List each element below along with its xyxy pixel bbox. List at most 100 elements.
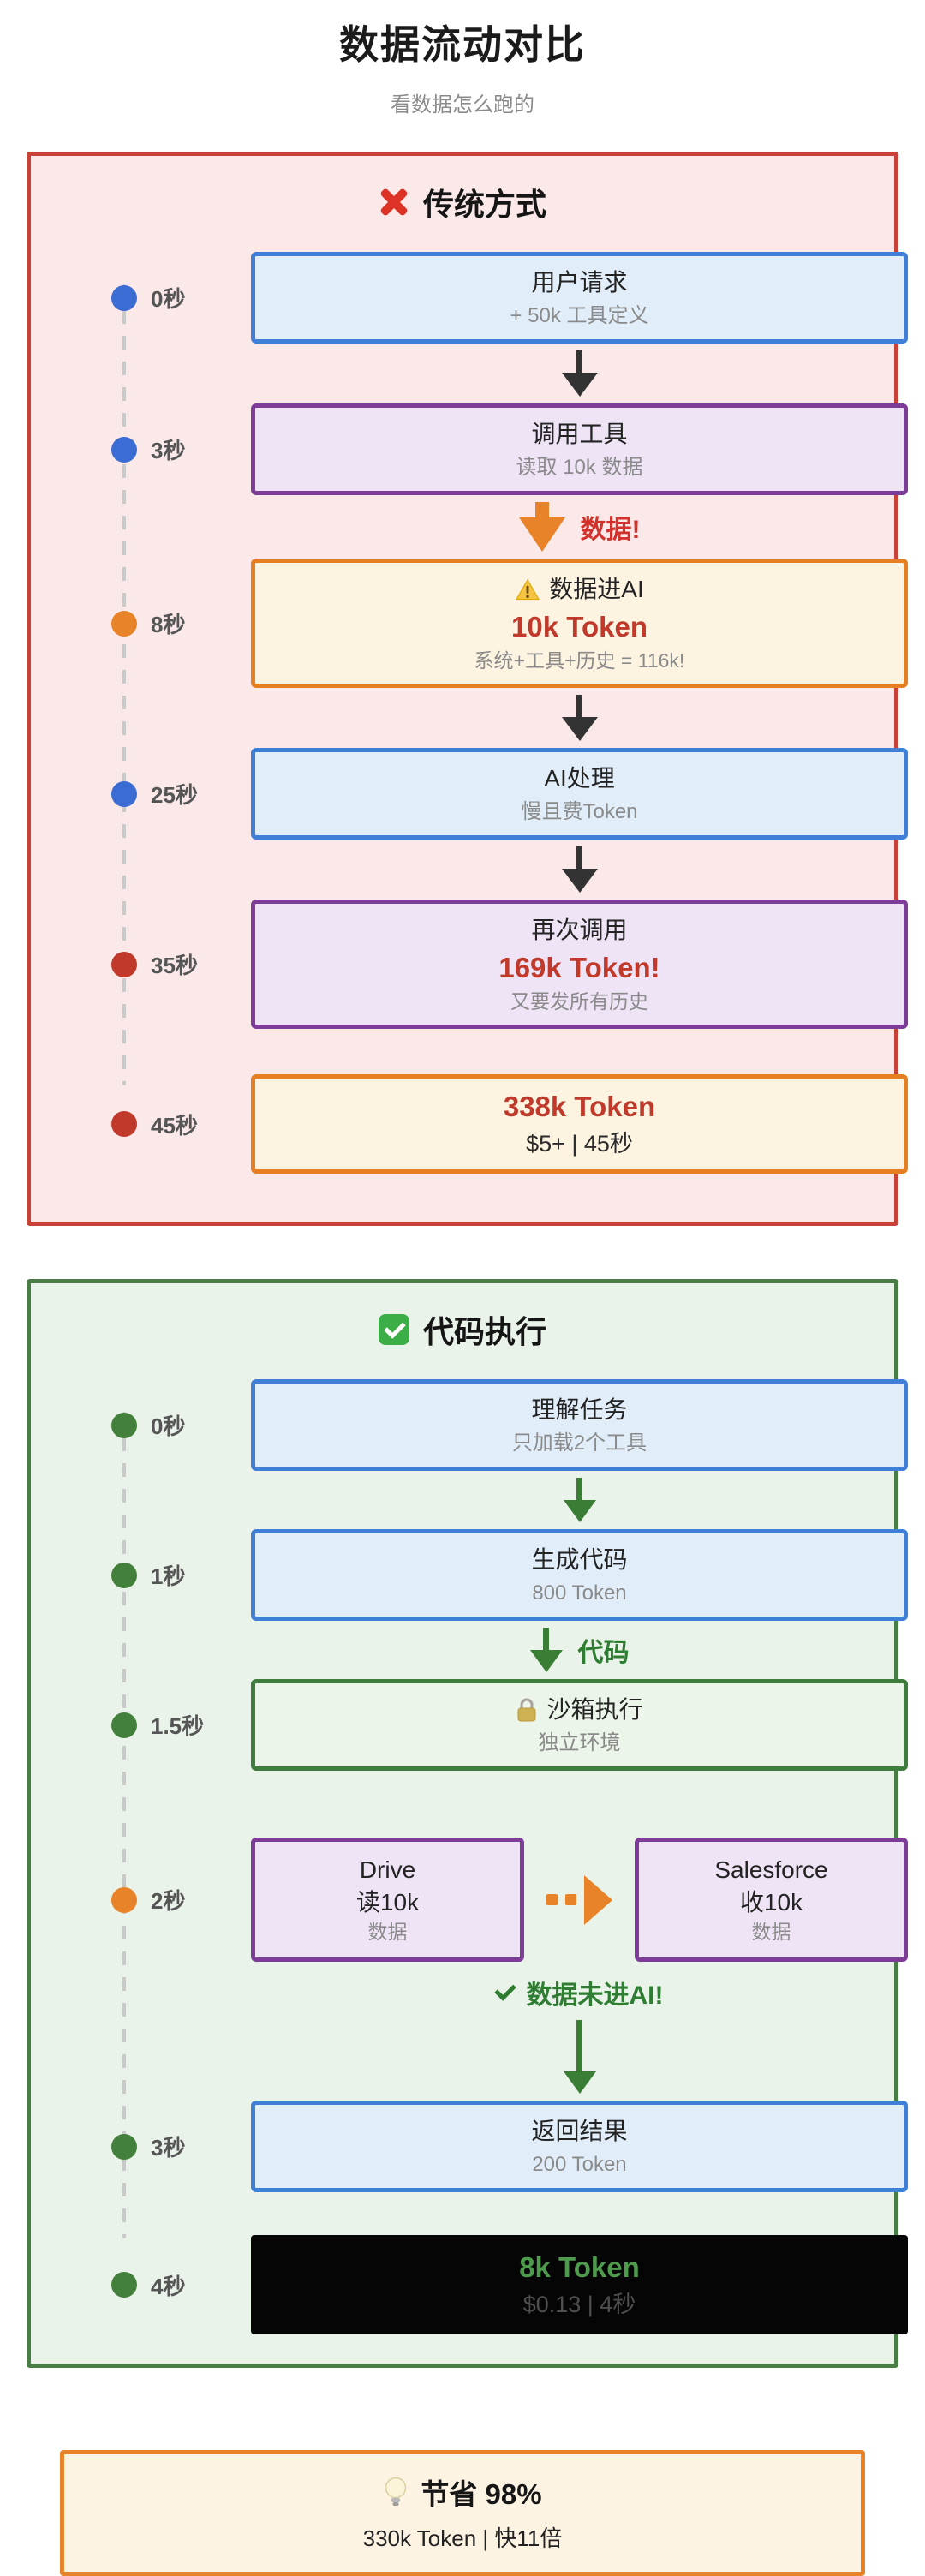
timeline-dot	[111, 1562, 137, 1588]
box-subtitle: 慢且费Token	[521, 800, 638, 823]
time-label: 3秒	[151, 438, 186, 463]
step-row-return-result: 3秒 返回结果 200 Token	[31, 2101, 908, 2192]
arrow-row	[31, 1471, 894, 1529]
time-label: 1.5秒	[151, 1713, 205, 1739]
down-arrow-icon	[561, 695, 598, 741]
box-title: 再次调用	[531, 917, 628, 943]
return-result-box: 返回结果 200 Token	[251, 2101, 908, 2192]
call-tool-box: 调用工具 读取 10k 数据	[251, 403, 908, 495]
step-row-call-tool: 3秒 调用工具 读取 10k 数据	[31, 403, 908, 495]
token-value: 338k Token	[503, 1091, 656, 1122]
box-title: 沙箱执行	[546, 1696, 643, 1723]
code-arrow-label: 代码	[577, 1639, 630, 1667]
step-row-transfer: 2秒 Drive 读10k 数据 Salesforce 收10k 数据	[31, 1838, 908, 1962]
salesforce-title: Salesforce	[714, 1856, 828, 1883]
timeline-dot	[111, 1886, 137, 1913]
step-row-sandbox: 1.5秒 沙箱执行 独立环境	[31, 1679, 908, 1771]
cross-icon	[379, 187, 409, 218]
down-arrow-icon	[563, 2020, 596, 2094]
check-icon	[378, 1314, 409, 1345]
timeline-dot	[111, 780, 137, 807]
cost-time: $0.13 | 4秒	[522, 2292, 636, 2317]
code-down-arrow-icon	[529, 1628, 563, 1672]
drive-title: Drive	[359, 1856, 416, 1883]
box-subtitle: 又要发所有历史	[510, 990, 648, 1013]
time-label: 25秒	[151, 782, 198, 808]
ai-process-box: AI处理 慢且费Token	[251, 748, 908, 840]
time-label: 45秒	[151, 1112, 198, 1139]
step-row-total: 4秒 8k Token $0.13 | 4秒	[31, 2235, 908, 2334]
summary-title: 节省 98%	[421, 2478, 542, 2510]
box-title: AI处理	[544, 765, 615, 792]
box-subtitle: 系统+工具+历史 = 116k!	[474, 649, 685, 672]
time-label: 8秒	[151, 612, 186, 637]
step-row-understand: 0秒 理解任务 只加载2个工具	[31, 1379, 908, 1471]
timeline-dot	[111, 2133, 137, 2160]
timeline-dot	[111, 1712, 137, 1738]
time-label: 0秒	[151, 286, 186, 312]
data-down-arrow-icon	[518, 502, 565, 552]
salesforce-box: Salesforce 收10k 数据	[635, 1838, 908, 1962]
sandbox-box: 沙箱执行 独立环境	[251, 1679, 908, 1771]
small-check-icon	[493, 1979, 516, 2001]
time-label: 2秒	[151, 1888, 186, 1914]
page-title: 数据流动对比	[339, 22, 586, 67]
timeline-dot	[111, 1412, 137, 1438]
drive-box: Drive 读10k 数据	[251, 1838, 524, 1962]
time-label: 4秒	[151, 2273, 186, 2299]
code-title: 代码执行	[422, 1314, 546, 1349]
no-ai-label: 数据未进AI!	[526, 1981, 664, 2010]
user-request-box: 用户请求 + 50k 工具定义	[251, 252, 908, 344]
understand-task-box: 理解任务 只加载2个工具	[251, 1379, 908, 1471]
total-token-box: 338k Token $5+ | 45秒	[251, 1074, 908, 1174]
timeline-dot	[111, 951, 137, 977]
total-token-box: 8k Token $0.13 | 4秒	[251, 2235, 908, 2334]
time-label: 3秒	[151, 2135, 186, 2161]
timeline-dot	[111, 610, 137, 637]
arrow-row	[31, 688, 894, 748]
cost-time: $5+ | 45秒	[526, 1131, 633, 1157]
box-subtitle: 独立环境	[538, 1731, 621, 1754]
summary-subtitle: 330k Token | 快11倍	[362, 2525, 563, 2551]
no-ai-label-row: 数据未进AI!	[31, 1974, 894, 2011]
traditional-title: 传统方式	[422, 187, 546, 222]
box-subtitle: 读取 10k 数据	[516, 456, 643, 479]
time-label: 1秒	[151, 1563, 186, 1589]
page-subtitle: 看数据怎么跑的	[391, 93, 534, 117]
box-title: 生成代码	[531, 1546, 628, 1573]
data-transfer-arrow-icon	[524, 1838, 635, 1962]
step-row-ai-process: 25秒 AI处理 慢且费Token	[31, 748, 908, 840]
step-row-generate-code: 1秒 生成代码 800 Token	[31, 1529, 908, 1621]
traditional-panel: 传统方式 0秒 用户请求 + 50k 工具定义 3秒 调用工具 读取 10k 数…	[27, 152, 908, 1226]
code-execution-panel: 代码执行 0秒 理解任务 只加载2个工具 1秒 生成代码 800 Token 代…	[27, 1279, 908, 2368]
box-title: 调用工具	[531, 421, 628, 447]
call-again-box: 再次调用 169k Token! 又要发所有历史	[251, 900, 908, 1029]
time-label: 0秒	[151, 1414, 186, 1439]
step-row-user-request: 0秒 用户请求 + 50k 工具定义	[31, 252, 908, 344]
code-arrow-row: 代码	[31, 1621, 894, 1679]
step-row-total: 45秒 338k Token $5+ | 45秒	[31, 1074, 908, 1174]
down-arrow-icon	[561, 350, 598, 397]
generate-code-box: 生成代码 800 Token	[251, 1529, 908, 1621]
box-title: 理解任务	[531, 1396, 628, 1423]
box-title: 数据进AI	[549, 576, 644, 602]
arrow-row	[31, 344, 894, 403]
down-arrow-icon	[561, 846, 598, 893]
down-arrow-icon	[563, 1478, 596, 1522]
timeline-dot	[111, 436, 137, 463]
arrow-row	[31, 840, 894, 900]
salesforce-action: 收10k	[739, 1889, 803, 1916]
bulb-icon	[385, 2477, 407, 2506]
box-subtitle: 800 Token	[532, 1581, 627, 1605]
warning-icon	[516, 578, 540, 600]
summary-banner: 节省 98% 330k Token | 快11倍	[60, 2450, 865, 2576]
timeline-line	[122, 284, 126, 1085]
timeline-dot	[111, 1111, 137, 1137]
drive-action: 读10k	[355, 1889, 420, 1916]
lock-icon	[517, 1698, 536, 1722]
token-value: 169k Token!	[498, 952, 660, 983]
box-subtitle: 只加载2个工具	[511, 1431, 648, 1455]
data-into-ai-box: 数据进AI 10k Token 系统+工具+历史 = 116k!	[251, 559, 908, 688]
traditional-header: 传统方式	[31, 156, 894, 224]
token-value: 10k Token	[511, 611, 648, 643]
